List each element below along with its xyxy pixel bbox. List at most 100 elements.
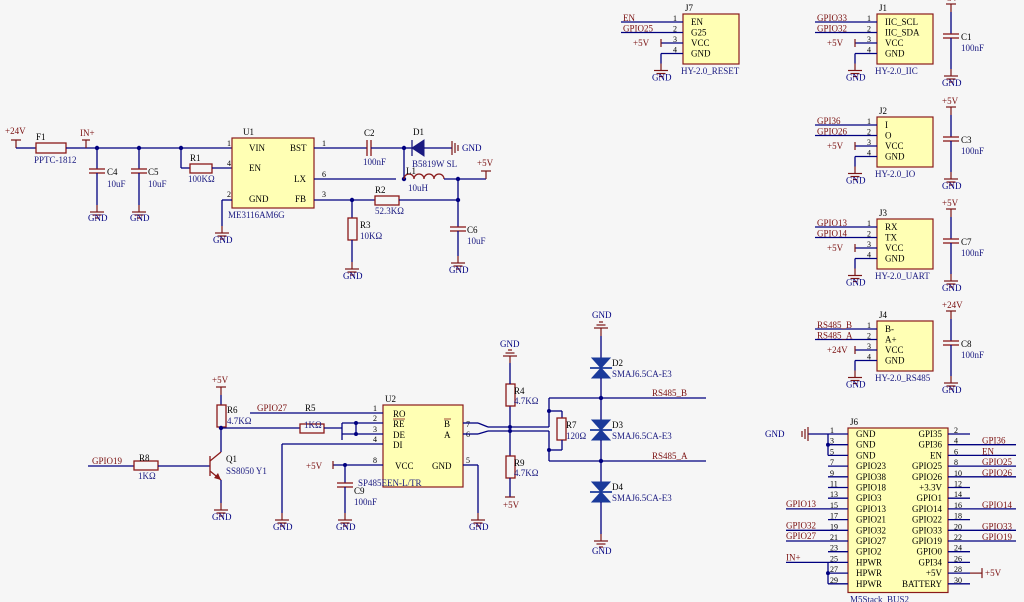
- gnd-label: GND: [942, 283, 962, 293]
- j2-pin-label: GND: [885, 152, 905, 162]
- resistor-r9: +5V R9 4.7KΩ: [503, 431, 539, 510]
- j2-pin-num: 1: [867, 117, 871, 126]
- j4-net-label: RS485_B: [817, 320, 852, 330]
- connector-j3: J3HY-2.0_UARTRX1TX2VCC3GND4GPIO13GPIO14+…: [815, 198, 984, 293]
- j6-right-pin-num: 10: [954, 469, 962, 478]
- j3-vcc-label: +5V: [827, 243, 844, 253]
- r5-designator: R5: [305, 403, 316, 413]
- u2-pin-b: B: [444, 419, 450, 429]
- u1-pin-num: 2: [227, 190, 231, 199]
- j3-pin-num: 4: [867, 251, 871, 260]
- r2-designator: R2: [375, 185, 386, 195]
- tvs-d4: GND D4 SMAJ6.5CA-E3: [590, 461, 672, 556]
- power-label: +5V: [942, 198, 959, 208]
- fuse-f1: F1 PPTC-1812: [30, 132, 80, 165]
- j2-designator: J2: [879, 106, 887, 116]
- j6-right-pin-num: 30: [954, 576, 962, 585]
- u1-pin-en: EN: [249, 163, 261, 173]
- j4-pin-label: VCC: [885, 345, 904, 355]
- j6-left-pin-name: GPIO18: [856, 483, 887, 493]
- d3-value: SMAJ6.5CA-E3: [612, 431, 672, 441]
- power-label-5v: +5V: [503, 500, 520, 510]
- j6-left-net-label: IN+: [786, 552, 801, 562]
- j6-right-net-label: GPIO33: [982, 521, 1013, 531]
- c5-value: 10uF: [148, 179, 167, 189]
- tvs-d3: D3 SMAJ6.5CA-E3: [590, 398, 672, 461]
- u1-pin-num: 6: [322, 170, 326, 179]
- j6-designator: J6: [850, 417, 859, 427]
- q1-designator: Q1: [226, 454, 237, 464]
- j4-pin-label: GND: [885, 356, 905, 366]
- d4-value: SMAJ6.5CA-E3: [612, 493, 672, 503]
- u2-pin-num: 1: [373, 404, 377, 413]
- resistor-r2: R2 52.3KΩ: [314, 179, 461, 227]
- j6-left-pin-num: 11: [830, 480, 838, 489]
- j6-left-pin-name: HPWR: [856, 557, 882, 567]
- j6-right-pin-num: 4: [954, 437, 958, 446]
- c2-designator: C2: [364, 128, 375, 138]
- j6-right-net-label: EN: [982, 446, 994, 456]
- j3-value: HY-2.0_UART: [875, 271, 930, 281]
- j1-pin-num: 2: [867, 25, 871, 34]
- r4-value: 4.7KΩ: [514, 396, 539, 406]
- power-label: +5V: [942, 0, 959, 3]
- j6-left-pin-num: 19: [830, 522, 838, 531]
- r8-designator: R8: [139, 453, 150, 463]
- j4-pin-label: A+: [885, 335, 897, 345]
- j6-left-pin-num: 23: [830, 544, 838, 553]
- resistor-r7: R7 120Ω: [547, 409, 587, 452]
- j6-right-pin-num: 26: [954, 554, 962, 563]
- u1-pin-gnd: GND: [249, 194, 269, 204]
- j6-right-pin-num: 12: [954, 480, 962, 489]
- c1-designator: C1: [961, 32, 972, 42]
- j2-vcc-label: +5V: [827, 141, 844, 151]
- connector-j2: J2HY-2.0_IOI1O2VCC3GND4GPI36GPIO26+5VGND…: [815, 96, 984, 191]
- u2-value: SP485EEN-L/TR: [358, 478, 422, 488]
- j6-left-pin-name: GND: [856, 440, 876, 450]
- power-port-24v-input: +24V: [5, 126, 30, 149]
- u2-pin-num: 8: [373, 456, 377, 465]
- j6-left-pin-name: GPIO27: [856, 536, 887, 546]
- j6-left-pin-num: 21: [830, 533, 838, 542]
- j6-left-pin-name: GPIO32: [856, 525, 886, 535]
- j6-left-pin-num: 15: [830, 501, 838, 510]
- j6-right-net-label: GPIO19: [982, 532, 1013, 542]
- rs485-b-net-label: RS485_B: [652, 388, 687, 398]
- j4-net-label: RS485_A: [817, 331, 853, 341]
- inductor-l1: +5V L1 10uH: [314, 148, 494, 193]
- j1-pin-label: VCC: [885, 38, 904, 48]
- d1-designator: D1: [413, 127, 424, 137]
- rs485-a-net-label: RS485_A: [652, 451, 688, 461]
- j3-pin-num: 3: [867, 240, 871, 249]
- j3-designator: J3: [879, 208, 888, 218]
- j6-right-pin-name: GPIO14: [912, 504, 943, 514]
- j6-right-pin-num: 28: [954, 565, 962, 574]
- gnd-label: GND: [592, 310, 612, 320]
- gnd-label: GND: [592, 546, 612, 556]
- j7-value: HY-2.0_RESET: [681, 66, 740, 76]
- j6-right-pin-num: 24: [954, 544, 962, 553]
- j1-value: HY-2.0_IIC: [875, 66, 918, 76]
- j6-right-pin-name: GPI35: [918, 429, 942, 439]
- j7-net-label: GPIO25: [623, 24, 654, 34]
- j1-pin-num: 1: [867, 14, 871, 23]
- u1-pin-fb: FB: [295, 194, 306, 204]
- r5-value: 1KΩ: [304, 420, 322, 430]
- power-label-5v: +5V: [306, 461, 323, 471]
- connectors-section: J7HY-2.0_RESETEN1G252VCC3GND4ENGPIO25+5V…: [621, 0, 984, 395]
- c6-designator: C6: [467, 225, 478, 235]
- u2-pin-ro: RO: [393, 409, 406, 419]
- j6-left-pin-name: HPWR: [856, 579, 882, 589]
- u1-designator: U1: [243, 127, 254, 137]
- f1-value: PPTC-1812: [34, 155, 77, 165]
- j6-right-pin-name: GPIO33: [912, 525, 943, 535]
- j6-value: M5Stack_BUS2: [850, 595, 909, 602]
- j2-pin-num: 2: [867, 128, 871, 137]
- u1-pin-lx: LX: [294, 174, 306, 184]
- d3-designator: D3: [612, 420, 623, 430]
- j2-pin-num: 3: [867, 138, 871, 147]
- j6-left-pin-name: HPWR: [856, 568, 882, 578]
- ic-u2: U2 SP485EEN-L/TR RO RE DE DI VCC GND B A…: [273, 394, 489, 532]
- c3-designator: C3: [961, 135, 972, 145]
